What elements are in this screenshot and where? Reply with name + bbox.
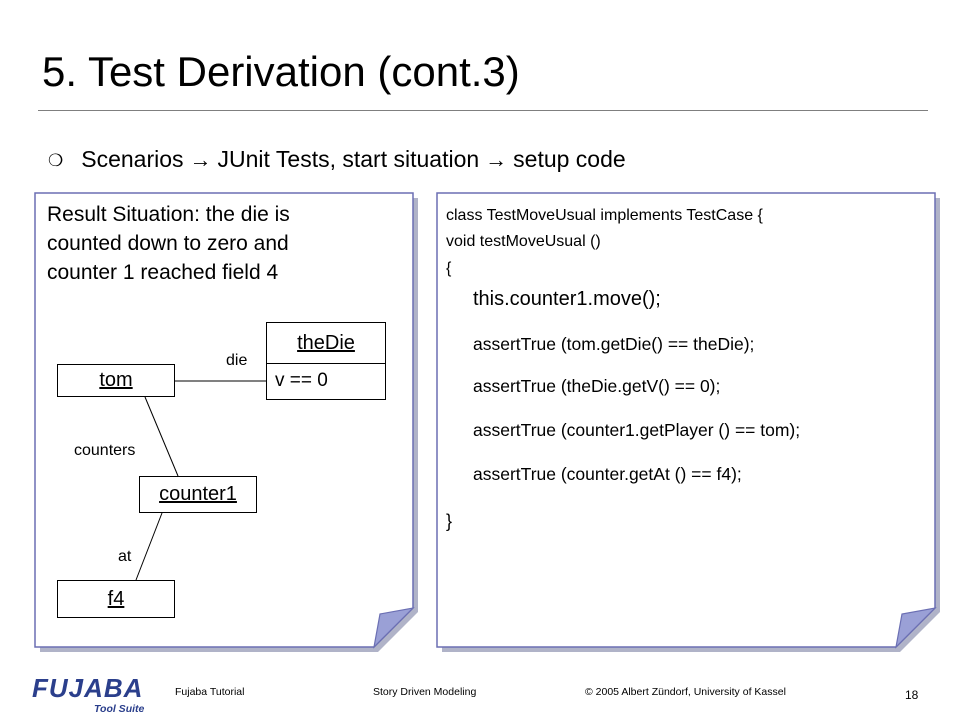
result-text-line: Result Situation: the die is bbox=[47, 203, 290, 226]
code-line-assert-v: assertTrue (theDie.getV() == 0); bbox=[473, 376, 721, 396]
test-code-note bbox=[436, 192, 942, 654]
result-situation-note bbox=[34, 192, 420, 654]
code-line-class: class TestMoveUsual implements TestCase … bbox=[446, 207, 763, 224]
code-line-method: void testMoveUsual () bbox=[446, 233, 601, 250]
fujaba-logo: FUJABA Tool Suite bbox=[32, 672, 172, 716]
link-label-die: die bbox=[226, 352, 248, 369]
object-theDie: theDie v == 0 bbox=[266, 322, 386, 400]
bullet-circle-icon: ❍ bbox=[48, 150, 64, 170]
object-counter1-name: counter1 bbox=[159, 483, 237, 505]
bullet-text-part1: Scenarios bbox=[81, 146, 184, 172]
result-text-line: counter 1 reached field 4 bbox=[47, 261, 279, 284]
note-shape bbox=[34, 192, 418, 652]
svg-text:FUJABA: FUJABA bbox=[32, 673, 143, 703]
object-counter1: counter1 bbox=[139, 476, 257, 513]
result-situation-text: Result Situation: the die is counted dow… bbox=[47, 200, 407, 287]
footer-copyright: © 2005 Albert Zündorf, University of Kas… bbox=[585, 686, 786, 698]
bullet-text-part3: setup code bbox=[513, 146, 626, 172]
link-label-counters: counters bbox=[74, 442, 136, 459]
code-line-assert-at: assertTrue (counter.getAt () == f4); bbox=[473, 464, 742, 484]
code-line-move: this.counter1.move(); bbox=[473, 288, 661, 310]
slide-title: 5. Test Derivation (cont.3) bbox=[42, 48, 520, 95]
code-line-assert-die: assertTrue (tom.getDie() == theDie); bbox=[473, 334, 755, 354]
object-f4-name: f4 bbox=[107, 588, 125, 610]
title-divider bbox=[38, 110, 928, 111]
object-tom: tom bbox=[57, 364, 175, 397]
page-number: 18 bbox=[905, 688, 919, 702]
right-arrow-icon: → bbox=[189, 146, 212, 172]
code-line-open-brace: { bbox=[446, 260, 452, 277]
object-tom-name: tom bbox=[99, 369, 133, 391]
note-shape bbox=[436, 192, 940, 652]
result-text-line: counted down to zero and bbox=[47, 232, 289, 255]
right-arrow-icon: → bbox=[485, 146, 508, 172]
bullet-item: ❍ Scenarios → JUnit Tests, start situati… bbox=[48, 146, 626, 173]
footer-tutorial: Fujaba Tutorial bbox=[175, 686, 245, 698]
object-f4: f4 bbox=[57, 580, 175, 618]
object-theDie-name: theDie bbox=[267, 323, 385, 364]
footer-topic: Story Driven Modeling bbox=[373, 686, 477, 698]
link-label-at: at bbox=[118, 548, 132, 565]
bullet-text-part2: JUnit Tests, start situation bbox=[217, 146, 480, 172]
fujaba-logo-graphic: FUJABA Tool Suite bbox=[32, 673, 145, 715]
code-line-assert-player: assertTrue (counter1.getPlayer () == tom… bbox=[473, 420, 801, 440]
svg-text:Tool Suite: Tool Suite bbox=[94, 703, 145, 715]
code-line-close-brace: } bbox=[446, 511, 453, 531]
object-theDie-attribute: v == 0 bbox=[275, 370, 328, 391]
